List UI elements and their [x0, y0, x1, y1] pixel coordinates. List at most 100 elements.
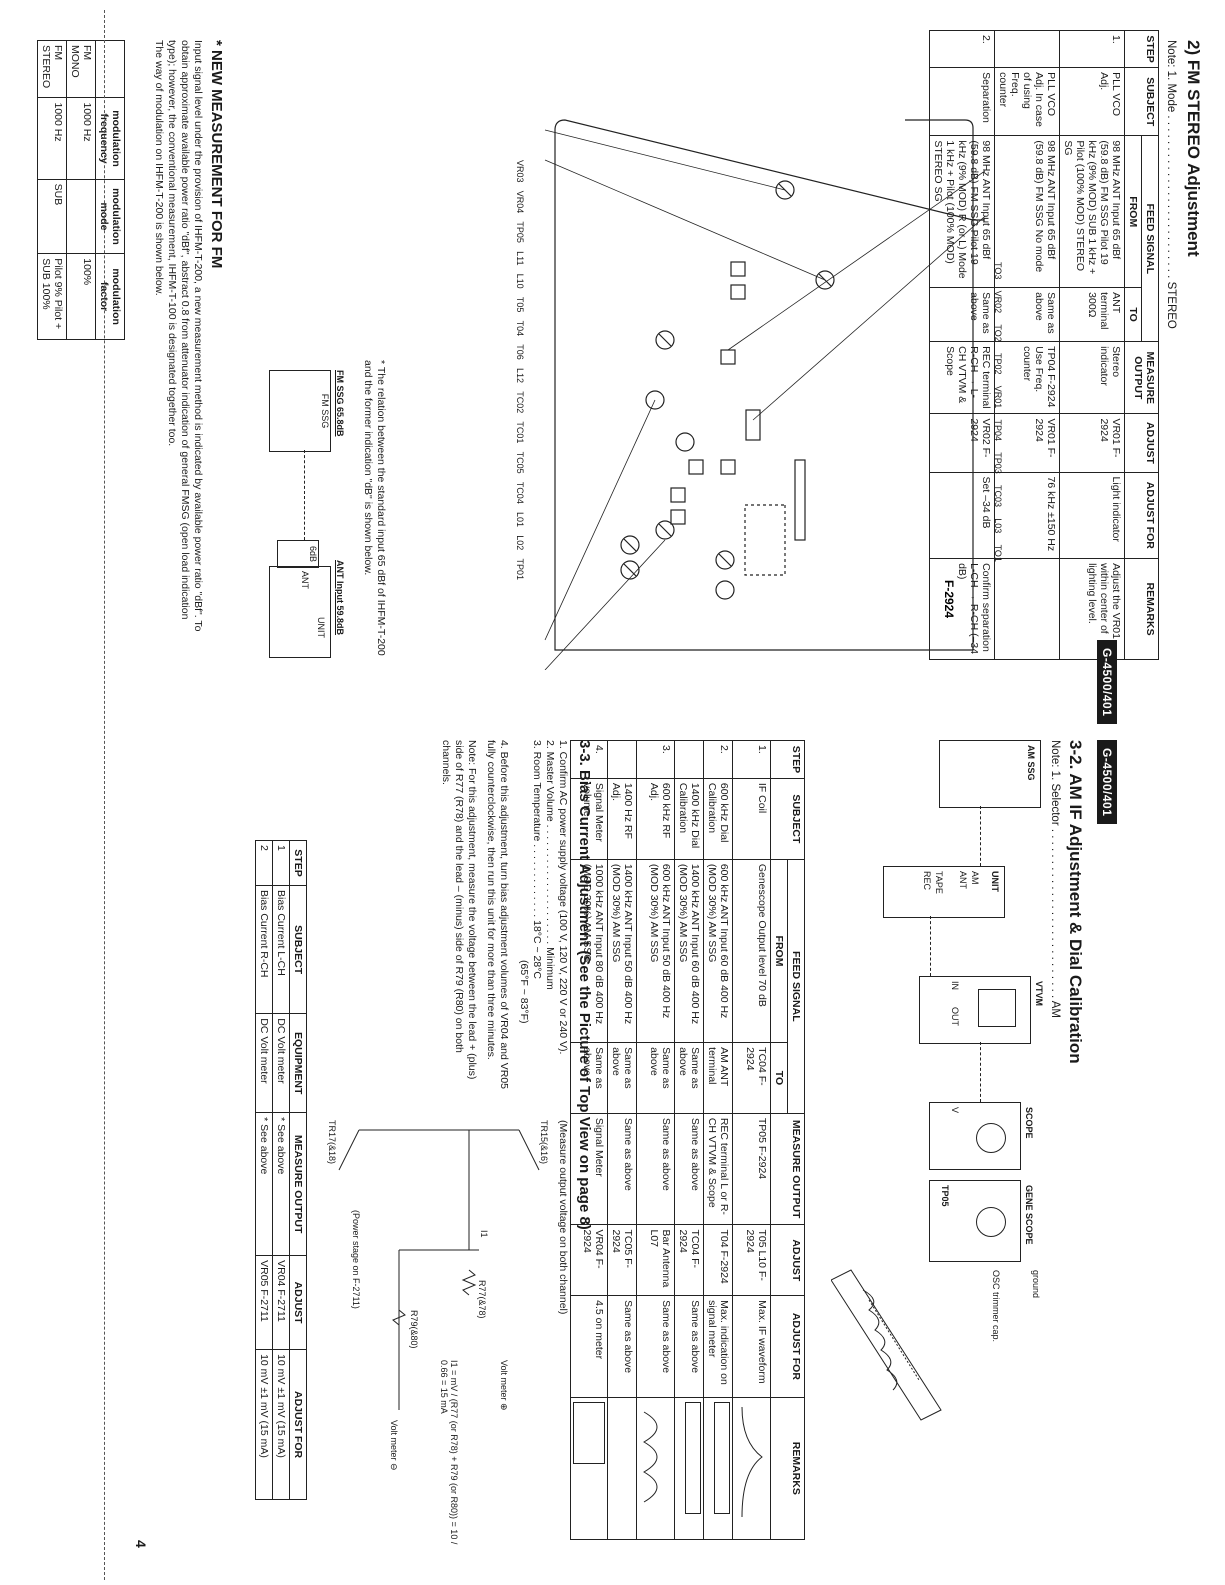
- cell: 1: [272, 840, 290, 886]
- cell: 600 kHz ANT Input 50 dB 400 Hz (MOD 30%)…: [636, 859, 675, 1043]
- cell: Light indicator: [1059, 472, 1125, 559]
- table-row: 1 Bias Current L-CH DC Volt meter * See …: [272, 840, 290, 1500]
- cell: Pilot 9% Pilot + SUB 100%: [37, 253, 67, 340]
- cell: [607, 1397, 637, 1540]
- mini-pad: 6dB: [277, 540, 319, 568]
- mini-ant-input: ANT Input 59.8dB: [335, 560, 345, 636]
- cell: Same as above: [607, 1042, 637, 1114]
- table-row: FM STEREO 1000 Hz SUB Pilot 9% Pilot + S…: [37, 40, 67, 340]
- r77-label: R77(&78): [477, 1280, 487, 1319]
- cell: 1000 Hz: [66, 97, 96, 180]
- bias-circuit-lines: [338, 1129, 540, 1410]
- cell: VR01 F-2924: [994, 413, 1060, 473]
- cell: 600 kHz ANT Input 60 dB 400 Hz (MOD 30%)…: [703, 859, 733, 1043]
- cell: 100%: [66, 253, 96, 340]
- fm-th-adjust: ADJUST: [1124, 413, 1159, 473]
- signal-meter-icon: [573, 1401, 605, 1464]
- bias-formula: I1 = mV / (R77 (or R78) + R79 (or R80)) …: [439, 1360, 459, 1545]
- am-tape-label: TAPE: [934, 871, 944, 894]
- bias-th-1: SUBJECT: [289, 885, 307, 1014]
- cell: Same as above: [607, 1113, 637, 1225]
- dial-scale-remark: [714, 1401, 730, 1514]
- new-measurement-title: * NEW MEASUREMENT FOR FM: [208, 40, 225, 269]
- cell: 1400 kHz Dial Calibration: [674, 778, 704, 860]
- mod-th-1: modulation frequency: [95, 97, 125, 180]
- cell: TC04 F-2924: [674, 1224, 704, 1296]
- cell: AM ANT terminal: [703, 1042, 733, 1114]
- cell: 1000 Hz: [37, 97, 67, 180]
- am-note: Note: 1. Selector . . . . . . . . . . . …: [1049, 740, 1061, 1018]
- bias-item: 1. Confirm AC power supply voltage (100 …: [557, 740, 569, 1055]
- bias-item: (65°F ~ 83°F): [517, 960, 530, 1024]
- am-th-feed: FEED SIGNAL: [787, 859, 805, 1114]
- meter-icon: [978, 989, 1016, 1027]
- board-label-tc04: TC04: [515, 481, 525, 504]
- am-th-measure: MEASURE OUTPUT: [770, 1113, 805, 1225]
- board-label-tp04: TP04: [993, 419, 1003, 441]
- bias-instructions: 1. Confirm AC power supply voltage (100 …: [439, 740, 569, 1100]
- board-label-vr04: VR04: [515, 190, 525, 214]
- new-measurement-body: Input signal level under the provision o…: [165, 40, 204, 632]
- gene-scope-box: GENE SCOPE TP05: [929, 1180, 1034, 1262]
- fm-th-measure: MEASURE OUTPUT: [1124, 341, 1159, 414]
- bias-th-2: EQUIPMENT: [289, 1013, 307, 1113]
- table-row: FM MONO 1000 Hz 100%: [66, 40, 96, 340]
- i1-label: I1: [479, 1230, 489, 1238]
- board-label-tp01: TP01: [515, 558, 525, 580]
- am-adjust-table: STEP SUBJECT FEED SIGNAL MEASURE OUTPUT …: [570, 740, 805, 1540]
- cell: PLL VCO Adj. In case of using Freq. coun…: [994, 67, 1060, 136]
- bias-title: 3-3. Bias Current Adjustment (See the Pi…: [576, 740, 593, 1230]
- bias-th-4: ADJUST: [289, 1255, 307, 1350]
- osc-trimmer-label: OSC trimmer cap.: [991, 1270, 1001, 1343]
- am-section-title: 3-2. AM IF Adjustment & Dial Calibration: [1065, 740, 1085, 1064]
- fm-th-remarks: REMARKS: [1124, 558, 1159, 660]
- cell: 600 kHz Dial Calibration: [703, 778, 733, 860]
- model-badge-right: G-4500/401: [1097, 740, 1117, 825]
- cell: Max. indication on signal meter: [703, 1295, 733, 1398]
- fm-ssg-diagram: FM SSG 65.8dB ANT Input 59.8dB FM SSG 6d…: [245, 370, 345, 660]
- am-rec-label: REC: [922, 871, 932, 891]
- cell: 600 kHz RF Adj.: [636, 778, 675, 860]
- mini-cable: [304, 450, 305, 540]
- ground-label: ground: [1031, 1270, 1041, 1299]
- cell: VR04 F-2924: [570, 1224, 608, 1296]
- cell: TP05 F-2924: [732, 1113, 771, 1225]
- bias-table: STEP SUBJECT EQUIPMENT MEASURE OUTPUT AD…: [255, 840, 307, 1500]
- cell: 98 MHz ANT Input 65 dBf (59.8 dB) FM SSG…: [994, 135, 1060, 288]
- dial-scale-remark: [685, 1401, 701, 1514]
- model-badge-left: G-4500/401: [1097, 640, 1117, 725]
- cell: VR05 F-2711: [255, 1255, 273, 1350]
- board-label-l03: L03: [993, 518, 1003, 534]
- board-outline: [554, 119, 985, 651]
- cell: PLL VCO Adj.: [1059, 67, 1125, 136]
- board-label: F-2924: [942, 580, 956, 618]
- tr-bottom-label: TR17(&18): [327, 1120, 337, 1165]
- am-th-remarks: REMARKS: [770, 1397, 805, 1540]
- cell: [994, 30, 1060, 68]
- table-row: 2 Bias Current R-CH DC Volt meter * See …: [255, 840, 273, 1500]
- cell: DC Volt meter: [272, 1013, 290, 1113]
- vtvm-box: VTVM IN OUT: [919, 976, 1044, 1044]
- cell: Same as above: [636, 1042, 675, 1114]
- tr-top-label: TR15(&16): [539, 1120, 549, 1165]
- am-am-label: AM: [970, 871, 980, 885]
- volt-meter-minus: Volt meter ⊖: [389, 1420, 399, 1471]
- board-label-vr03: VR03: [515, 160, 525, 183]
- mini-ssg-box-label: FM SSG: [320, 393, 330, 429]
- cell: T05 L10 F-2924: [732, 1224, 771, 1296]
- board-label-l01: L01: [515, 512, 525, 528]
- cell: 10 mV ±1 mV (15 mA): [255, 1349, 273, 1500]
- bias-section-title: 3-3. Bias Current Adjustment (See the Pi…: [576, 740, 593, 1230]
- cell: Bias Current R-CH: [255, 885, 273, 1014]
- board-label-tc02: TC02: [515, 391, 525, 414]
- f2924-board-diagram: F-2924: [544, 119, 985, 670]
- cell: [66, 179, 96, 254]
- fm-th-adjust-for: ADJUST FOR: [1124, 472, 1159, 559]
- table-row: 1. PLL VCO Adj. 98 MHz ANT Input 65 dBf …: [1059, 30, 1125, 660]
- am-cable-3: [980, 1042, 981, 1102]
- cell: Bias Current L-CH: [272, 885, 290, 1014]
- cell: 4.5 on meter: [570, 1295, 608, 1398]
- bias-circuit-note: (Measure output voltage on both channel): [557, 1120, 569, 1315]
- cell: [636, 1397, 675, 1540]
